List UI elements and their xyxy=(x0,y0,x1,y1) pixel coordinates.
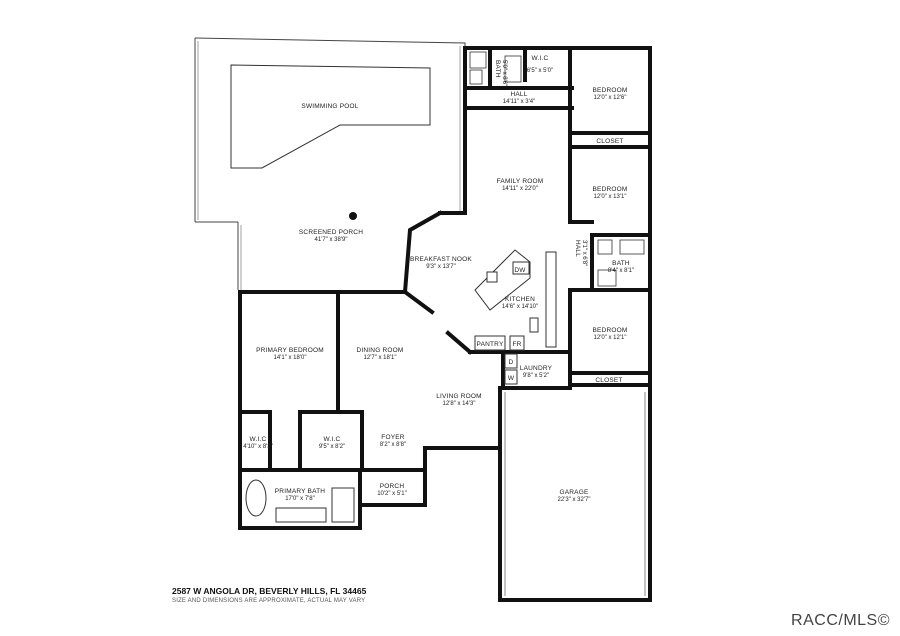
room-dims-bedroom-3: 12'0" x 12'1" xyxy=(594,335,627,341)
listing-disclaimer: SIZE AND DIMENSIONS ARE APPROXIMATE, ACT… xyxy=(172,598,366,604)
listing-address: 2587 W ANGOLA DR, BEVERLY HILLS, FL 3446… xyxy=(172,586,367,596)
room-name-primary-bath: PRIMARY BATH xyxy=(275,488,326,495)
room-name-dining-room: DINING ROOM xyxy=(357,347,404,354)
mls-watermark: RACC/MLS© xyxy=(791,612,890,629)
room-name-screened-porch: SCREENED PORCH xyxy=(299,229,363,236)
room-dims-dining-room: 12'7" x 18'1" xyxy=(364,355,397,361)
room-name-breakfast-nook: BREAKFAST NOOK xyxy=(410,256,472,263)
label-pantry: PANTRY xyxy=(477,341,504,348)
room-dims-bedroom-1: 12'0" x 12'6" xyxy=(594,95,627,101)
label-d: D xyxy=(509,359,514,366)
room-name-garage: GARAGE xyxy=(559,489,588,496)
fridge-box xyxy=(509,335,525,351)
room-dims-bedroom-2: 12'0" x 13'1" xyxy=(594,194,627,200)
house-walls xyxy=(238,46,652,602)
top-bath-fixtures xyxy=(469,51,645,287)
room-name-foyer: FOYER xyxy=(381,434,404,441)
room-dims-hall-top: 14'11" x 3'4" xyxy=(503,99,535,105)
pantry-box xyxy=(474,335,506,351)
room-name-bedroom-2: BEDROOM xyxy=(593,186,628,193)
room-name-kitchen: KITCHEN xyxy=(505,296,535,303)
room-name-closet-1: CLOSET xyxy=(596,138,623,145)
room-name-primary-bedroom: PRIMARY BEDROOM xyxy=(256,347,324,354)
room-dims-primary-bath: 17'0" x 7'8" xyxy=(285,496,315,502)
room-dims-wic-right: 9'5" x 8'2" xyxy=(319,444,345,450)
room-dims-family-room: 14'11" x 22'0" xyxy=(502,186,538,192)
room-dims-kitchen: 14'6" x 14'10" xyxy=(502,304,538,310)
room-dims-laundry: 9'8" x 5'2" xyxy=(523,373,549,379)
room-dims-living-room: 12'8" x 14'3" xyxy=(443,401,476,407)
garage-details xyxy=(504,392,646,596)
room-name-bedroom-1: BEDROOM xyxy=(593,87,628,94)
room-dims-wic-left: 4'10" x 8'3" xyxy=(243,444,273,450)
room-name-wic-left: W.I.C xyxy=(250,436,267,443)
label-w: W xyxy=(508,375,515,382)
room-dims-foyer: 8'2" x 8'8" xyxy=(380,442,406,448)
pool-equipment-dot xyxy=(349,212,357,220)
room-name-living-room: LIVING ROOM xyxy=(436,393,482,400)
kitchen-island xyxy=(474,249,557,348)
primary-bath-fixtures xyxy=(245,479,355,523)
room-dims-porch: 10'2" x 5'1" xyxy=(377,491,407,497)
room-dims-bath-mid: 8'4" x 8'1" xyxy=(608,268,634,274)
room-name-bath-top: BATH xyxy=(494,60,501,78)
room-name-swimming-pool: SWIMMING POOL xyxy=(301,103,358,110)
room-name-hall-top: HALL xyxy=(510,91,527,98)
room-name-bedroom-3: BEDROOM xyxy=(593,327,628,334)
swimming-pool-shape xyxy=(230,64,431,169)
room-dims-bath-top: 5'0" x 8'6" xyxy=(501,60,507,86)
room-name-porch: PORCH xyxy=(380,483,405,490)
room-dims-primary-bedroom: 14'1" x 18'0" xyxy=(274,355,307,361)
room-name-laundry: LAUNDRY xyxy=(520,365,553,372)
room-name-hall-mid: HALL xyxy=(574,240,581,257)
room-dims-screened-porch: 41'7" x 38'9" xyxy=(315,237,348,243)
room-dims-garage: 22'3" x 32'7" xyxy=(558,497,591,503)
room-name-closet-2: CLOSET xyxy=(595,377,622,384)
room-name-wic-right: W.I.C xyxy=(324,436,341,443)
room-name-bath-mid: BATH xyxy=(612,260,630,267)
label-fr: FR xyxy=(512,341,521,348)
label-dw: DW xyxy=(514,267,526,274)
laundry-appliances xyxy=(504,353,518,385)
room-dims-wic-top: 6'5" x 5'0" xyxy=(527,68,553,74)
room-name-family-room: FAMILY ROOM xyxy=(497,178,544,185)
room-dims-hall-mid: 3'1" x 6'8" xyxy=(581,240,587,266)
room-dims-breakfast-nook: 9'3" x 13'7" xyxy=(426,264,456,270)
room-name-wic-top: W.I.C xyxy=(532,55,549,62)
